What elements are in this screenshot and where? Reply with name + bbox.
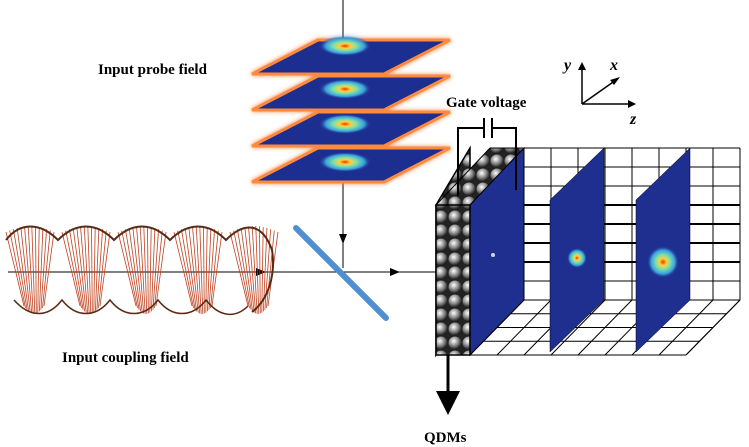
probe-field-label: Input probe field: [98, 62, 208, 78]
vortex-hatch-line: [152, 229, 159, 310]
vortex-hatch-line: [205, 227, 208, 313]
detection-screen: [635, 147, 691, 353]
vortex-hatch-line: [31, 225, 36, 314]
vortex-hatch-line: [255, 225, 260, 314]
y-axis-arrow: [578, 62, 586, 70]
vortex-hatch-line: [192, 226, 201, 314]
vortex-hatch-line: [237, 229, 252, 310]
probe-arrow-head: [339, 234, 347, 244]
y-axis-label: y: [562, 57, 572, 74]
vortex-hatch-line: [83, 225, 90, 314]
vortex-hatch-line: [259, 226, 261, 314]
vortex-hatch-line: [233, 230, 250, 308]
beam-arrow-head-1: [256, 268, 266, 276]
vortex-hatch-line: [195, 225, 202, 314]
vortex-hatch-line: [91, 226, 93, 314]
vortex-hatch-line: [139, 225, 146, 314]
vortex-hatch-line: [154, 230, 163, 308]
vortex-hatch-line: [149, 227, 152, 313]
probe-plate: [251, 146, 451, 184]
vortex-hatch-line: [244, 227, 255, 313]
probe-plate: [251, 36, 451, 76]
vortex-hatch-line: [93, 227, 96, 313]
vortex-hatch-line: [35, 226, 37, 314]
vortex-hatch-line: [117, 231, 137, 307]
vortex-hatch-line: [229, 231, 249, 307]
vortex-hatch-line: [199, 225, 204, 314]
vortex-hatch-line: [208, 229, 215, 310]
vortex-hatch-line: [184, 227, 197, 312]
vortex-hatch-line: [132, 227, 143, 313]
vortex-hatch-line: [99, 231, 111, 307]
vortex-hatch-line: [251, 225, 258, 314]
vortex-hatch-line: [143, 225, 148, 314]
vortex-hatch-line: [13, 229, 28, 310]
detection-screen: [549, 147, 605, 353]
vortex-hatch-line: [177, 230, 194, 308]
vortex-beam-lower: [13, 298, 249, 315]
probe-plate: [251, 110, 451, 148]
vortex-hatch-line: [24, 226, 33, 314]
vortex-hatch-line: [61, 231, 81, 307]
probe-plate: [251, 74, 451, 112]
vortex-hatch-line: [188, 227, 199, 313]
vortex-hatch-line: [121, 230, 138, 308]
vortex-hatch-line: [42, 230, 51, 308]
qdm-exit-spot: [491, 253, 495, 257]
grid-line: [685, 299, 741, 356]
vortex-hatch-line: [65, 230, 82, 308]
vortex-hatch-line: [76, 227, 87, 313]
vortex-hatch-line: [69, 229, 84, 310]
vortex-hatch-line: [9, 230, 26, 308]
coupling-field-label: Input coupling field: [62, 350, 189, 366]
vortex-hatch-line: [147, 226, 149, 314]
gate-voltage-circuit: [457, 118, 517, 196]
x-axis-label: x: [609, 57, 618, 74]
vortex-hatch-line: [181, 229, 196, 310]
vortex-hatch-line: [125, 229, 140, 310]
vortex-hatch-line: [155, 231, 167, 307]
beam-arrow-head-2: [390, 268, 400, 276]
vortex-hatch-line: [39, 227, 44, 312]
vortex-hatch-line: [98, 230, 107, 308]
vortex-hatch-line: [207, 227, 212, 312]
vortex-hatch-line: [151, 227, 156, 312]
vortex-beam-envelope: [5, 225, 274, 313]
qdm-front-panel: [435, 204, 471, 356]
vortex-hatch-line: [72, 227, 85, 312]
qdm-sample: [434, 145, 526, 358]
vortex-hatch-line: [210, 230, 219, 308]
probe-plate-stack: [251, 36, 451, 184]
vortex-hatch-line: [40, 229, 47, 310]
vortex-hatch-line: [95, 227, 100, 312]
vortex-hatch-line: [173, 231, 193, 307]
qdm-label: QDMs: [424, 430, 467, 446]
vortex-hatch-line: [203, 226, 205, 314]
vortex-hatch-line: [266, 230, 275, 308]
vortex-hatch-line: [248, 226, 257, 314]
vortex-beam: [5, 225, 279, 315]
vortex-hatch-line: [43, 231, 55, 307]
vortex-hatch-line: [87, 225, 92, 314]
vortex-hatch-line: [37, 227, 40, 313]
x-axis-arrow: [610, 77, 620, 85]
vortex-hatch-line: [20, 227, 31, 313]
vortex-hatch-line: [16, 227, 29, 312]
vortex-hatch-line: [136, 226, 145, 314]
coordinate-axes: [581, 66, 632, 105]
vortex-hatch-line: [240, 227, 253, 312]
vortex-hatch-line: [80, 226, 89, 314]
vortex-hatch-line: [96, 229, 103, 310]
beam-splitter: [293, 225, 389, 321]
vortex-hatch-line: [211, 231, 223, 307]
z-axis-arrow: [628, 100, 636, 108]
vortex-hatch-line: [128, 227, 141, 312]
z-axis-label: z: [629, 111, 637, 128]
vortex-hatch-line: [261, 227, 264, 313]
vortex-hatch-line: [27, 225, 34, 314]
gate-voltage-label: Gate voltage: [446, 95, 527, 111]
vortex-hatch-line: [5, 231, 25, 307]
